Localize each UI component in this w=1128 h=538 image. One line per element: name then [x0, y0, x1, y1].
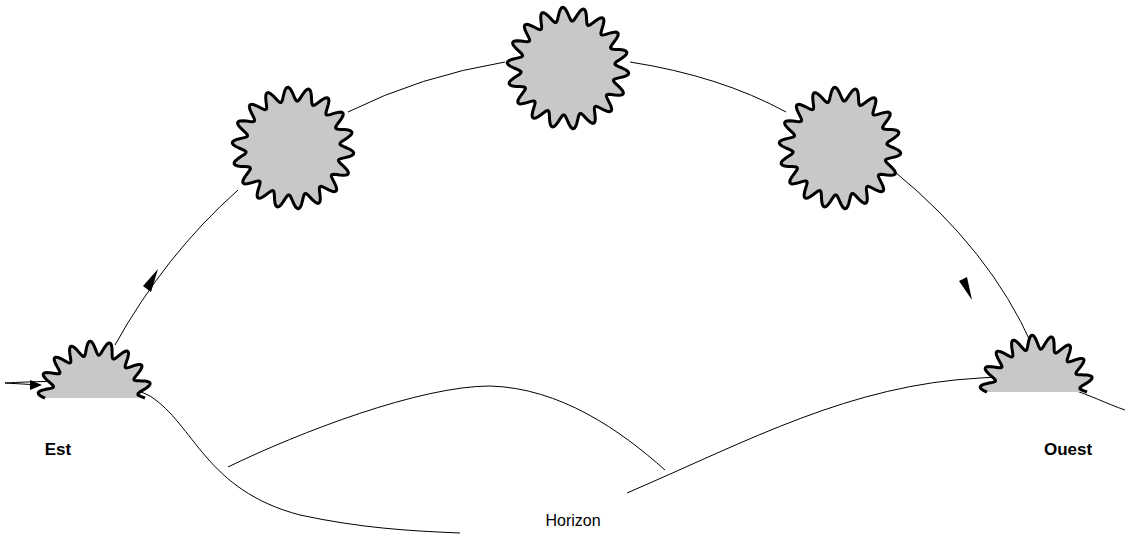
sun [507, 7, 628, 128]
rising-sun [38, 341, 150, 398]
right-hill [627, 377, 1125, 493]
direction-label: Est [45, 440, 71, 460]
sun-path-line [895, 172, 1032, 345]
horizon-label: Horizon [545, 511, 600, 530]
arrowhead [143, 269, 158, 292]
setting-sun [980, 335, 1092, 392]
sun-path-line [348, 62, 505, 112]
sun-path-line [630, 62, 786, 112]
sun-path-line [115, 190, 238, 345]
sun [779, 87, 900, 208]
sun [232, 87, 353, 208]
arrowhead [959, 277, 972, 300]
middle-hill [228, 386, 665, 470]
left-hill [5, 381, 460, 533]
arrowhead [30, 380, 42, 390]
direction-label: Ouest [1044, 440, 1092, 460]
